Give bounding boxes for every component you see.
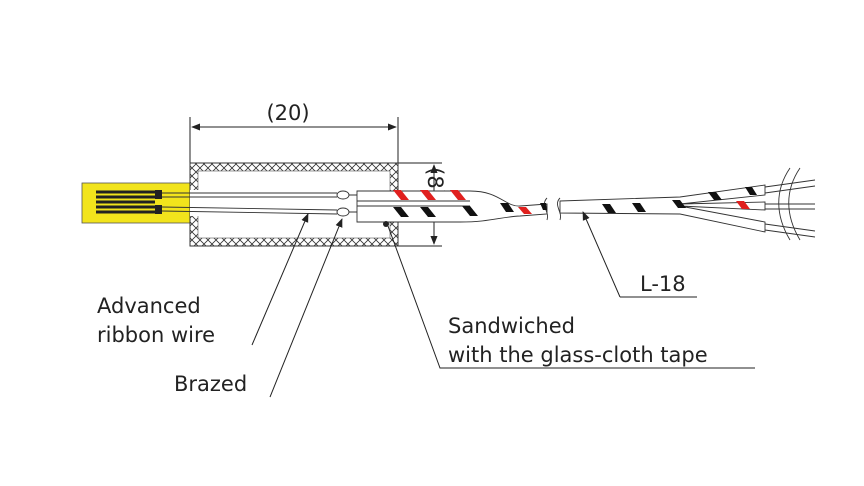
tape-marker-dot <box>383 221 389 227</box>
tape-leader <box>387 225 755 369</box>
ribbon-wire-label-2: ribbon wire <box>97 323 215 347</box>
strain-gauge <box>81 182 191 224</box>
ribbon-wire-leader <box>251 213 309 346</box>
cable-leader <box>583 212 697 298</box>
sandwiched-label-1: Sandwiched <box>448 314 575 338</box>
length-dimension-label: (20) <box>266 101 309 125</box>
cable-label: L-18 <box>640 272 686 296</box>
lead-cable <box>356 167 816 241</box>
sandwiched-label-2: with the glass-cloth tape <box>448 343 708 367</box>
brazed-label: Brazed <box>174 372 247 396</box>
length-dimension: (20) <box>189 101 399 163</box>
ribbon-wire-label-1: Advanced <box>97 294 201 318</box>
brazed-leader <box>269 218 343 398</box>
